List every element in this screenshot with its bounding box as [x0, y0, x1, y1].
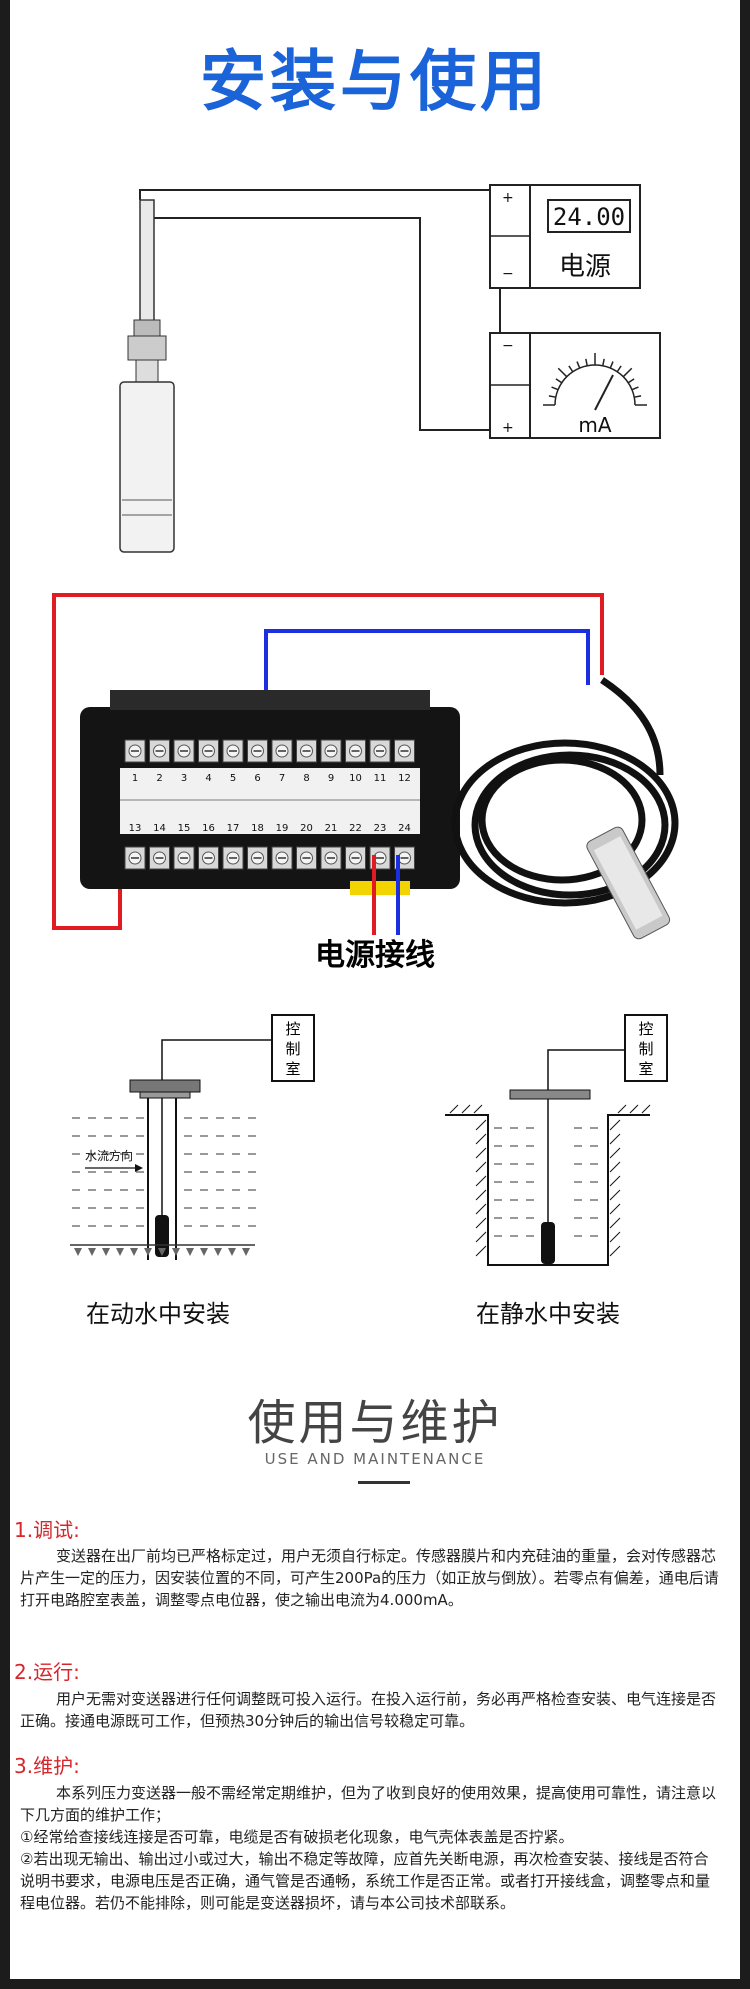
terminal-number: 6 [254, 773, 260, 784]
section-debug-text: 变送器在出厂前均已严格标定过，用户无须自行标定。传感器膜片和内充硅油的重量，会对… [20, 1545, 720, 1611]
power-plus-label: + [502, 190, 514, 206]
terminal-number: 2 [156, 773, 162, 784]
terminal-number: 1 [132, 773, 138, 784]
control-room-char-2: 制 [285, 1040, 300, 1058]
static-install-caption: 在静水中安装 [476, 1300, 620, 1328]
terminal-number: 22 [349, 823, 362, 834]
wiring-diagram: 24.00 电源 + − mA − + [119, 184, 661, 553]
terminal-number: 15 [178, 823, 191, 834]
section-run-body: 用户无需对变送器进行任何调整既可投入运行。在投入运行前，务必再严格检查安装、电气… [20, 1690, 717, 1730]
terminal-number: 14 [153, 823, 166, 834]
section-maintain-heading: 3.维护: [14, 1754, 80, 1778]
section-run-heading: 2.运行: [14, 1660, 80, 1684]
current-meter-box: mA − + [489, 332, 661, 439]
power-supply-box: 24.00 电源 + − [489, 184, 641, 289]
terminal-number: 7 [279, 773, 285, 784]
power-label: 电源 [559, 252, 611, 282]
terminal-number: 3 [181, 773, 187, 784]
terminal-number: 8 [303, 773, 309, 784]
terminal-number: 19 [276, 823, 289, 834]
power-minus-label: − [502, 266, 514, 282]
terminal-number: 11 [374, 773, 387, 784]
terminal-number: 17 [227, 823, 240, 834]
top-terminal-row [124, 739, 415, 763]
terminal-number: 4 [205, 773, 211, 784]
terminal-number: 13 [129, 823, 142, 834]
bottom-terminal-numbers: 13 14 15 16 17 18 19 20 21 22 23 24 [129, 823, 411, 834]
terminal-number: 18 [251, 823, 264, 834]
page-title: 安装与使用 [200, 43, 550, 120]
section-maintain-text: 本系列压力变送器一般不需经常定期维护，但为了收到良好的使用效果，提高使用可靠性，… [20, 1782, 720, 1826]
meter-scale-ticks [543, 353, 647, 406]
title-underline [358, 1481, 410, 1484]
power-display-value: 24.00 [553, 203, 625, 231]
installation-diagram: 控 制 室 水流方向 控 制 室 [70, 1014, 668, 1266]
control-room-char-1: 控 [285, 1020, 300, 1038]
maintenance-subtitle: USE AND MAINTENANCE [264, 1450, 486, 1468]
power-wiring-caption: 电源接线 [315, 938, 435, 973]
section-debug-body: 变送器在出厂前均已严格标定过，用户无须自行标定。传感器膜片和内充硅油的重量，会对… [20, 1547, 719, 1609]
flow-direction-label: 水流方向 [85, 1148, 133, 1163]
terminal-number: 21 [325, 823, 338, 834]
terminal-number: 5 [230, 773, 236, 784]
section-maintain-body: 本系列压力变送器一般不需经常定期维护，但为了收到良好的使用效果，提高使用可靠性，… [20, 1784, 717, 1824]
meter-plus-label: + [502, 420, 514, 436]
control-room-char-2b: 制 [638, 1040, 653, 1058]
control-room-char-1b: 控 [638, 1020, 653, 1038]
terminal-number: 16 [202, 823, 215, 834]
terminal-number: 20 [300, 823, 313, 834]
control-room-char-3: 室 [285, 1060, 300, 1078]
meter-minus-label: − [502, 338, 514, 354]
section-debug-heading: 1.调试: [14, 1518, 80, 1542]
terminal-number: 24 [398, 823, 411, 834]
terminal-number: 12 [398, 773, 411, 784]
section-maintain-item1: ①经常给查接线连接是否可靠，电缆是否有破损老化现象，电气壳体表盖是否拧紧。 [20, 1828, 574, 1846]
dynamic-install-caption: 在动水中安装 [86, 1300, 230, 1328]
dynamic-water-install: 控 制 室 水流方向 [70, 1014, 315, 1260]
maintenance-title: 使用与维护 [247, 1395, 503, 1451]
static-water-install: 控 制 室 [445, 1014, 668, 1266]
control-room-char-3b: 室 [638, 1060, 653, 1078]
section-maintain-item2: ②若出现无输出、输出过小或过大，输出不稳定等故障，应首先关断电源，再次检查安装、… [20, 1850, 711, 1912]
bottom-terminal-row [124, 846, 415, 870]
terminal-number: 9 [328, 773, 334, 784]
terminal-number: 23 [374, 823, 387, 834]
section-run-text: 用户无需对变送器进行任何调整既可投入运行。在投入运行前，务必再严格检查安装、电气… [20, 1688, 720, 1732]
terminal-number: 10 [349, 773, 362, 784]
meter-unit-label: mA [578, 413, 611, 437]
